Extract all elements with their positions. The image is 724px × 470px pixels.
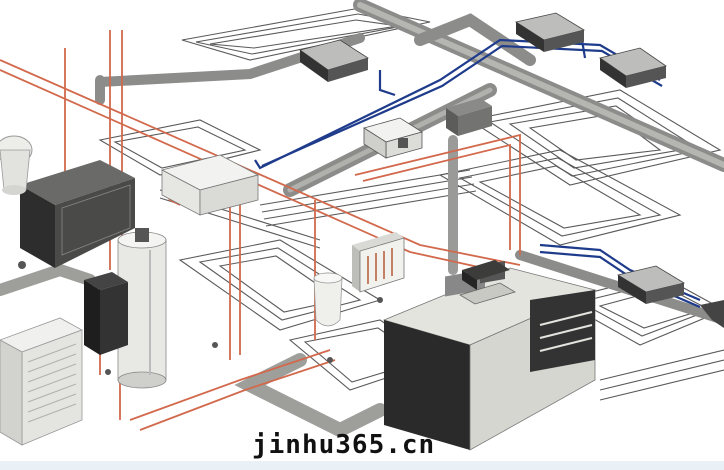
- heat-pump-icon: [84, 272, 128, 355]
- urinal-icon: [313, 272, 343, 327]
- air-handling-unit-icon: [160, 154, 260, 216]
- valves: [18, 261, 383, 375]
- air-handling-unit-icon: [363, 117, 423, 159]
- toilet-icon: [0, 135, 33, 195]
- floor-heating-loop-icon: [98, 119, 262, 176]
- fan-coil-unit-icon: [514, 12, 586, 52]
- water-tank-icon: [117, 228, 167, 389]
- boiler-icon: [20, 160, 135, 268]
- fan-coil-unit-icon: [616, 265, 686, 304]
- floor-heating-loop-icon: [178, 239, 382, 331]
- heat-pump-icon: [462, 260, 510, 290]
- fan-coil-unit-icon: [299, 39, 369, 82]
- manifold-icon: [352, 232, 405, 293]
- air-handling-unit-icon: [446, 98, 492, 136]
- air-handling-unit-icon: [382, 260, 597, 451]
- fan-coil-unit-icon: [599, 47, 667, 88]
- watermark-text: jinhu365.cn: [252, 430, 436, 460]
- fan-coil-unit-icon: [700, 300, 724, 328]
- outdoor-ac-unit-icon: [0, 317, 83, 446]
- floor-heating-loop-icon: [438, 149, 682, 246]
- floor-heating-loop-icon: [259, 169, 471, 206]
- bottom-strip: [0, 461, 724, 470]
